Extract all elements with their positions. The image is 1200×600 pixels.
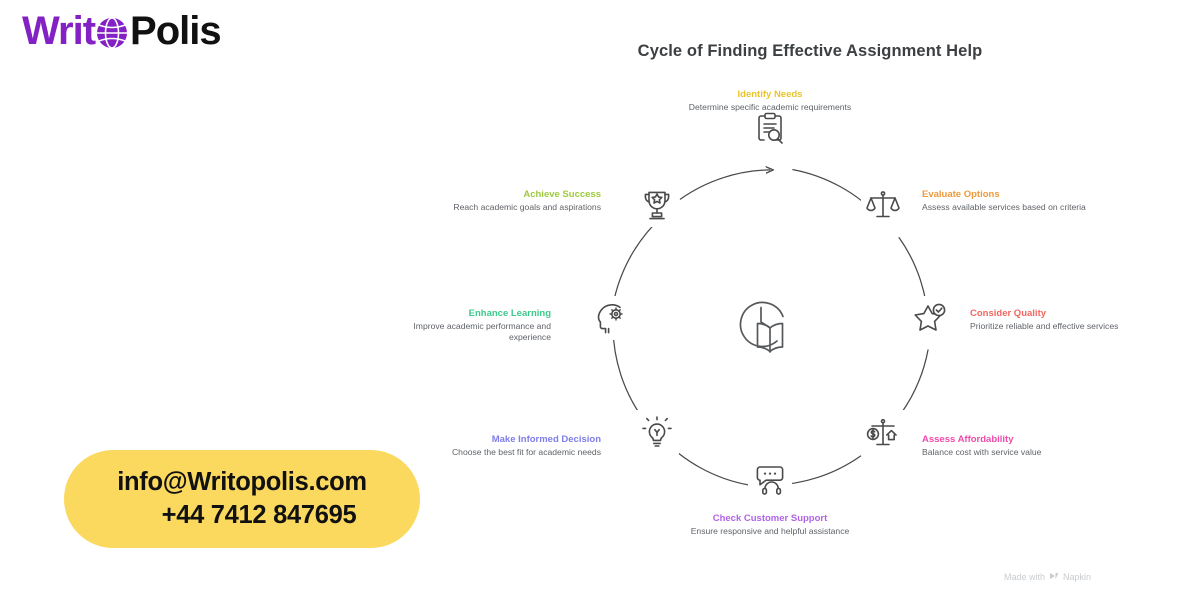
napkin-watermark[interactable]: Made with Napkin — [1004, 571, 1091, 583]
node-icon-lightbulb — [635, 410, 679, 454]
label-desc: Ensure responsive and helpful assistance — [690, 526, 850, 537]
cycle-label-enhance-learning: Enhance Learning Improve academic perfor… — [381, 308, 551, 343]
label-title: Identify Needs — [737, 89, 803, 100]
cycle-label-achieve-success: Achieve Success Reach academic goals and… — [431, 189, 601, 213]
label-desc: Improve academic performance and experie… — [413, 321, 551, 343]
brand-name-second: Polis — [130, 9, 222, 53]
node-icon-chat-headset — [748, 457, 792, 501]
globe-icon — [95, 16, 129, 50]
node-icon-head-gear — [588, 296, 632, 340]
contact-email[interactable]: info@Writopolis.com — [117, 468, 367, 497]
watermark-brand: Napkin — [1063, 572, 1092, 582]
node-icon-balance-scales — [861, 183, 905, 227]
watermark-text: Made with — [1004, 572, 1046, 582]
label-title: Check Customer Support — [712, 513, 828, 524]
brand-name-first: Writ — [22, 9, 96, 53]
label-desc: Determine specific academic requirements — [688, 102, 852, 113]
label-title: Consider Quality — [970, 308, 1047, 319]
cycle-label-check-customer-support: Check Customer Support Ensure responsive… — [685, 513, 855, 537]
node-icon-trophy — [635, 183, 679, 227]
cycle-label-make-informed-decision: Make Informed Decision Choose the best f… — [431, 434, 601, 458]
label-desc: Assess available services based on crite… — [922, 202, 1086, 213]
napkin-logo-icon — [1049, 571, 1059, 583]
label-title: Enhance Learning — [468, 308, 551, 319]
label-desc: Choose the best fit for academic needs — [451, 447, 601, 458]
cycle-label-consider-quality: Consider Quality Prioritize reliable and… — [970, 308, 1140, 332]
page-title: Cycle of Finding Effective Assignment He… — [637, 42, 983, 60]
contact-phone[interactable]: +44 7412 847695 — [161, 501, 357, 529]
cycle-diagram: Identify Needs Determine specific academ… — [413, 70, 1120, 580]
cycle-label-assess-affordability: Assess Affordability Balance cost with s… — [922, 434, 1092, 458]
brand-logo: Writ Polis — [22, 6, 222, 56]
label-title: Achieve Success — [523, 189, 601, 200]
cycle-label-evaluate-options: Evaluate Options Assess available servic… — [922, 189, 1092, 213]
node-icon-star-check — [908, 296, 952, 340]
label-title: Make Informed Decision — [491, 434, 601, 445]
label-desc: Balance cost with service value — [922, 447, 1042, 458]
node-icon-clipboard-search — [748, 106, 792, 150]
node-icon-cost-scales — [861, 410, 905, 454]
cycle-label-identify-needs: Identify Needs Determine specific academ… — [685, 89, 855, 113]
contact-badge[interactable]: info@Writopolis.com +44 7412 847695 — [64, 450, 420, 548]
label-title: Evaluate Options — [922, 189, 1000, 200]
label-desc: Reach academic goals and aspirations — [453, 202, 601, 213]
label-desc: Prioritize reliable and effective servic… — [970, 321, 1119, 332]
label-title: Assess Affordability — [922, 434, 1014, 445]
clock-book-icon — [733, 291, 807, 365]
